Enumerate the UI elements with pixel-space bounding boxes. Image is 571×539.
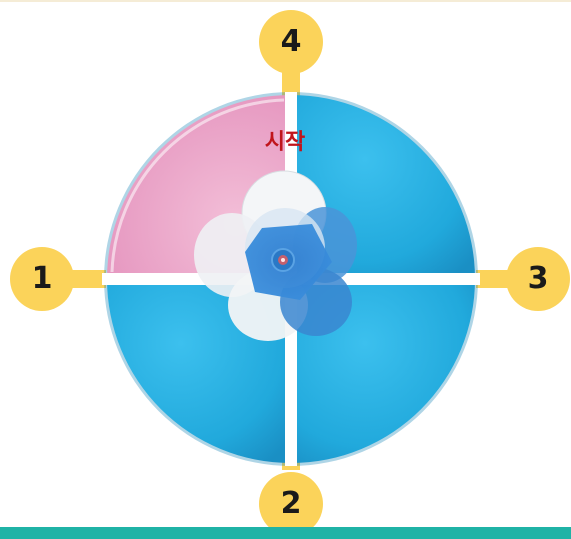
badge-3[interactable]: 3 xyxy=(527,261,549,296)
bottom-bar xyxy=(0,527,571,539)
connector-3 xyxy=(476,270,510,288)
start-label: 시작 xyxy=(264,130,306,155)
badge-4[interactable]: 4 xyxy=(280,24,302,59)
badge-1[interactable]: 1 xyxy=(31,261,53,296)
flower-spinner-icon xyxy=(194,170,357,341)
badge-2-circle xyxy=(259,472,323,536)
top-border xyxy=(0,0,571,2)
connector-1 xyxy=(72,270,106,288)
badge-4-circle xyxy=(259,10,323,74)
badge-1-circle xyxy=(10,247,74,311)
badge-3-circle xyxy=(506,247,570,311)
badge-2[interactable]: 2 xyxy=(280,486,302,521)
